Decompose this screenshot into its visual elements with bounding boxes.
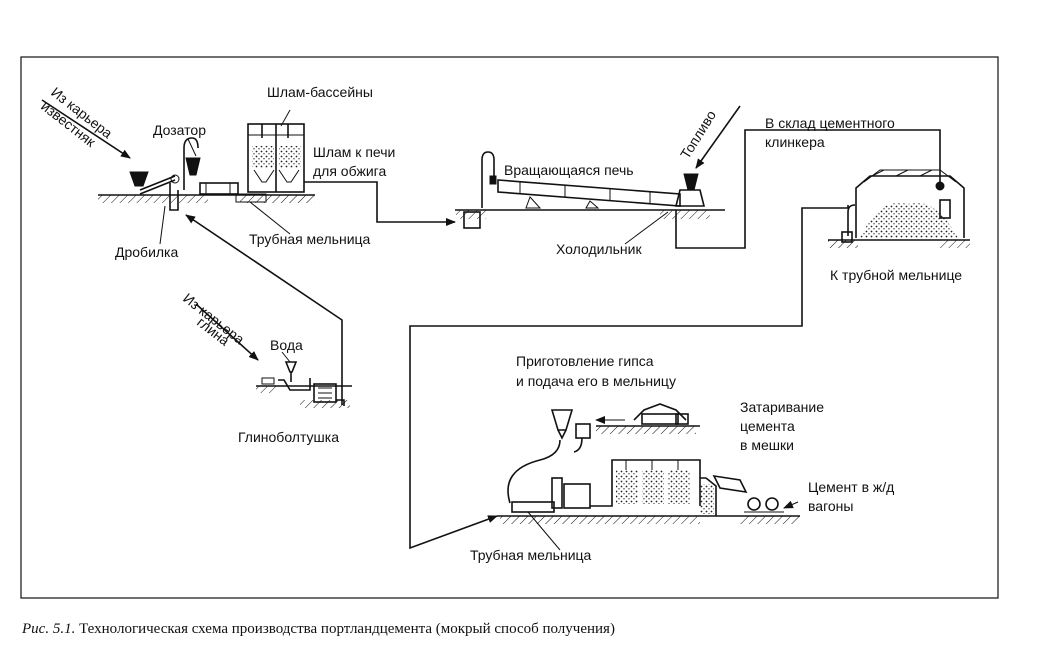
label-bagging-2: цемента	[740, 418, 795, 434]
label-crusher: Дробилка	[115, 244, 178, 260]
label-gypsum-2: и подача его в мельницу	[516, 373, 676, 389]
figure-frame	[20, 56, 999, 599]
tube-mill-unit	[497, 439, 800, 524]
caption-text: Технологическая схема производства портл…	[79, 621, 615, 637]
limestone-arrow	[41, 99, 131, 159]
label-gypsum-1: Приготовление гипса	[516, 353, 654, 369]
fuel-arrow	[695, 105, 741, 169]
label-railcars-2: вагоны	[808, 498, 853, 514]
rotary-kiln-unit	[455, 129, 945, 249]
label-water: Вода	[270, 337, 303, 353]
label-rotary-kiln: Вращающаяся печь	[504, 162, 634, 178]
figure-caption: Рис. 5.1. Технологическая схема производ…	[21, 621, 615, 637]
label-bagging-1: Затаривание	[740, 399, 824, 415]
label-clinker-store-1: В склад цементного	[765, 115, 895, 131]
label-slurry-to-kiln-2: для обжига	[313, 163, 386, 179]
label-doser: Дозатор	[153, 122, 206, 138]
label-tube-mill-top: Трубная мельница	[249, 231, 371, 247]
caption-prefix: Рис. 5.1.	[21, 621, 75, 637]
label-tube-mill-bottom: Трубная мельница	[470, 547, 592, 563]
label-slurry-basins: Шлам-бассейны	[267, 84, 373, 100]
crusher-unit	[98, 137, 315, 211]
slurry-to-kiln-line	[304, 181, 456, 226]
label-railcars-1: Цемент в ж/д	[808, 479, 894, 495]
clinker-store	[828, 169, 970, 248]
label-clay-mixer: Глиноболтушка	[238, 429, 339, 445]
label-to-tube-mill: К трубной мельнице	[830, 267, 962, 283]
gypsum-unit	[550, 403, 700, 453]
clinker-to-mill-line	[409, 205, 849, 550]
label-cooler: Холодильник	[556, 241, 642, 257]
label-bagging-3: в мешки	[740, 437, 794, 453]
label-clinker-store-2: клинкера	[765, 134, 825, 150]
label-fuel: Топливо	[677, 107, 719, 161]
clay-line	[185, 214, 343, 405]
clay-mixer-unit	[256, 361, 352, 408]
slurry-basins	[235, 123, 305, 203]
label-slurry-to-kiln-1: Шлам к печи	[313, 144, 395, 160]
clay-source-arrow	[195, 303, 259, 361]
